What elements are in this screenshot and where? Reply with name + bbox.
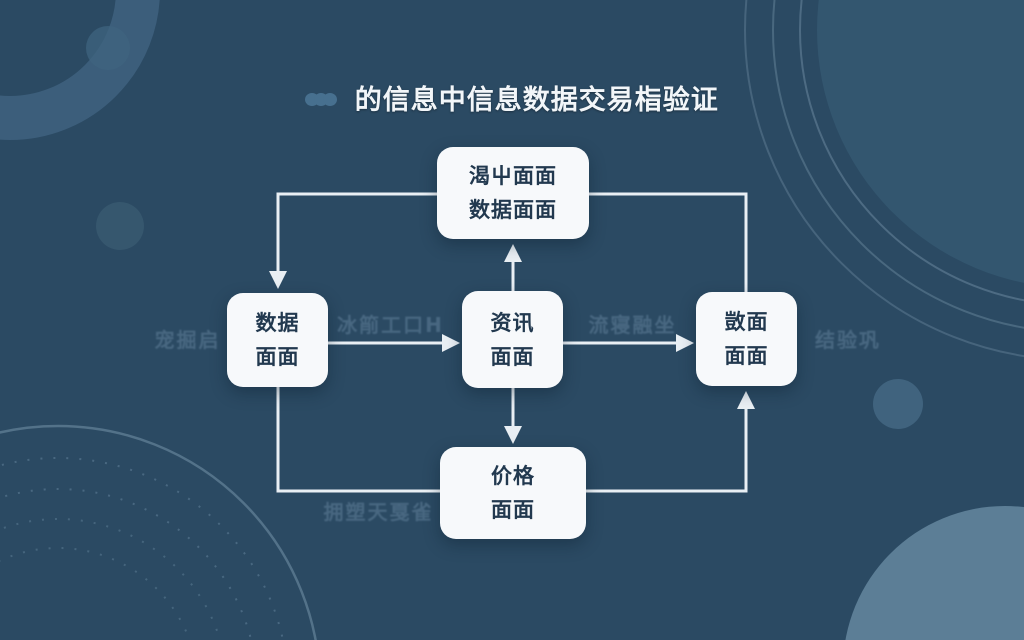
connector-top-to-right xyxy=(589,192,748,292)
ring-thin xyxy=(799,0,1024,302)
arrowhead-right-icon xyxy=(442,334,460,352)
node-top-line1: 渴屮面面 xyxy=(469,164,557,188)
arrowhead-down-icon xyxy=(504,426,522,444)
node-bottom-box: 价格 面面 xyxy=(440,447,586,539)
arrowhead-down-icon xyxy=(269,271,287,289)
ring-thin xyxy=(0,424,317,640)
circle-decoration-bottom-right xyxy=(845,506,1024,640)
edge-label-outside-left: 宠掘启 xyxy=(154,328,221,352)
ring-dotted xyxy=(0,488,253,640)
node-left-line2: 面面 xyxy=(255,345,300,369)
node-right-line2: 面面 xyxy=(724,344,769,368)
connector-bottom-to-right xyxy=(586,406,748,493)
node-right-line1: 敳面 xyxy=(724,310,769,334)
dot-decoration xyxy=(96,202,144,250)
node-bottom-line2: 面面 xyxy=(491,498,535,522)
arrowhead-right-icon xyxy=(676,334,694,352)
node-right-box: 敳面 面面 xyxy=(696,292,797,386)
node-left-line1: 数据 xyxy=(255,311,300,335)
arrowhead-up-icon xyxy=(504,244,522,262)
node-center-line2: 面面 xyxy=(490,344,535,369)
edge-label-center-to-right: 流寝融坐 xyxy=(588,313,677,337)
ring-decoration-top-left xyxy=(0,0,160,140)
node-top-line2: 数据面面 xyxy=(469,198,557,222)
ring-thin xyxy=(772,0,1024,329)
connector-top-to-left xyxy=(276,192,437,274)
connector-left-to-bottom xyxy=(276,387,440,493)
ring-thin xyxy=(744,0,1024,357)
dot-decoration xyxy=(873,379,923,429)
node-bottom-line1: 价格 xyxy=(491,464,535,488)
node-center-line1: 资讯 xyxy=(490,310,535,335)
node-left-box: 数据 面面 xyxy=(227,293,328,387)
circle-decoration-top-right xyxy=(817,0,1024,283)
node-top-box: 渴屮面面 数据面面 xyxy=(437,147,589,239)
title-bullets-icon xyxy=(305,82,338,113)
slide-title-text: 的信息中信息数据交易栺验证 xyxy=(354,85,719,116)
edge-label-outside-right: 结验巩 xyxy=(815,328,881,352)
dot-decoration xyxy=(86,26,130,70)
arrowhead-up-icon xyxy=(737,391,755,409)
node-center-box: 资讯 面面 xyxy=(462,291,563,388)
edge-label-left-to-center: 冰箾工口H xyxy=(337,313,444,337)
edge-label-bottom-path: 拥塑天戛雀 xyxy=(323,500,434,524)
slide-title: 的信息中信息数据交易栺验证 xyxy=(0,78,1024,117)
